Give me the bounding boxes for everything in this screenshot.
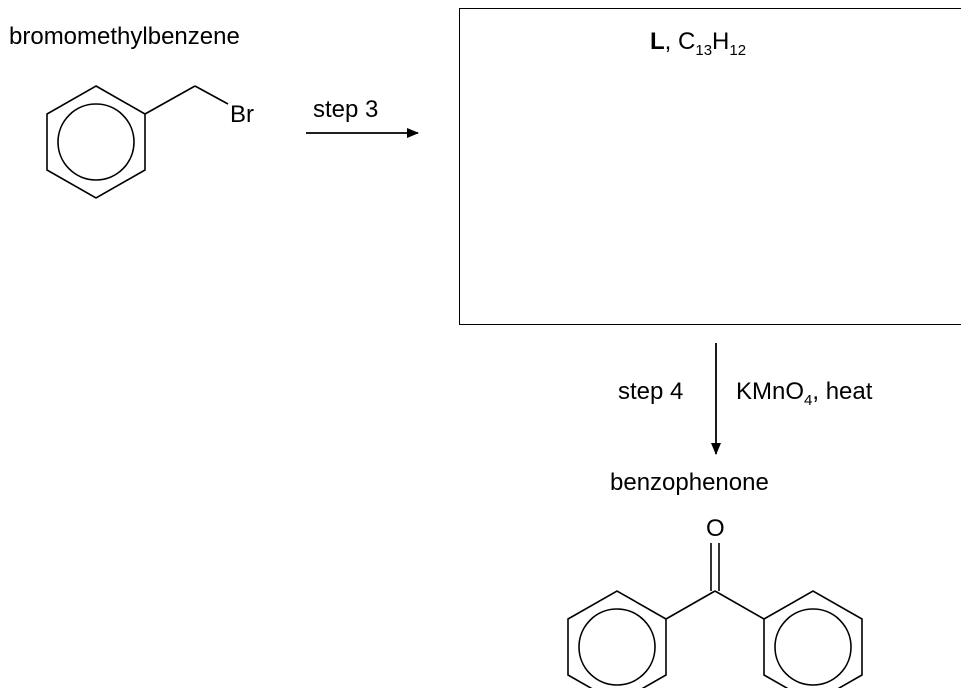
formula-carbon: C <box>678 28 696 55</box>
bromomethylbenzene-structure: Br <box>46 85 254 199</box>
step-4-conditions: KMnO4, heat <box>736 378 873 409</box>
product-name: benzophenone <box>610 469 769 496</box>
benzene-ring-left <box>567 590 667 688</box>
benzene-ring-start <box>46 85 146 199</box>
bromine-atom: Br <box>230 101 254 128</box>
aromatic-circle-left <box>578 608 656 686</box>
compound-l-letter: L <box>650 28 665 55</box>
starting-material-name: bromomethylbenzene <box>9 23 240 50</box>
formula-hydrogen: H <box>712 28 730 55</box>
benzene-ring-right <box>763 590 863 688</box>
ch2-bond-1 <box>144 85 196 115</box>
aromatic-circle-right <box>774 608 852 686</box>
oxygen-atom: O <box>706 515 725 542</box>
reagent-formula: KMnO <box>736 378 805 405</box>
benzophenone-structure: O <box>567 515 863 688</box>
step-3-label: step 3 <box>313 96 379 123</box>
reagent-subscript: 4 <box>804 392 813 409</box>
compound-l-label: L, C13H12 <box>650 28 746 59</box>
formula-separator: , <box>664 28 679 55</box>
ch2-bond-2 <box>194 85 229 105</box>
formula-hydrogen-count: 12 <box>729 42 747 59</box>
aromatic-circle-start <box>57 103 135 181</box>
step-4-label: step 4 <box>618 378 684 405</box>
ketone-right-bond <box>714 590 765 620</box>
formula-carbon-count: 13 <box>695 42 713 59</box>
ketone-left-bond <box>665 590 716 620</box>
reaction-condition: , heat <box>812 378 873 405</box>
compound-l-answer-box[interactable] <box>459 8 961 325</box>
